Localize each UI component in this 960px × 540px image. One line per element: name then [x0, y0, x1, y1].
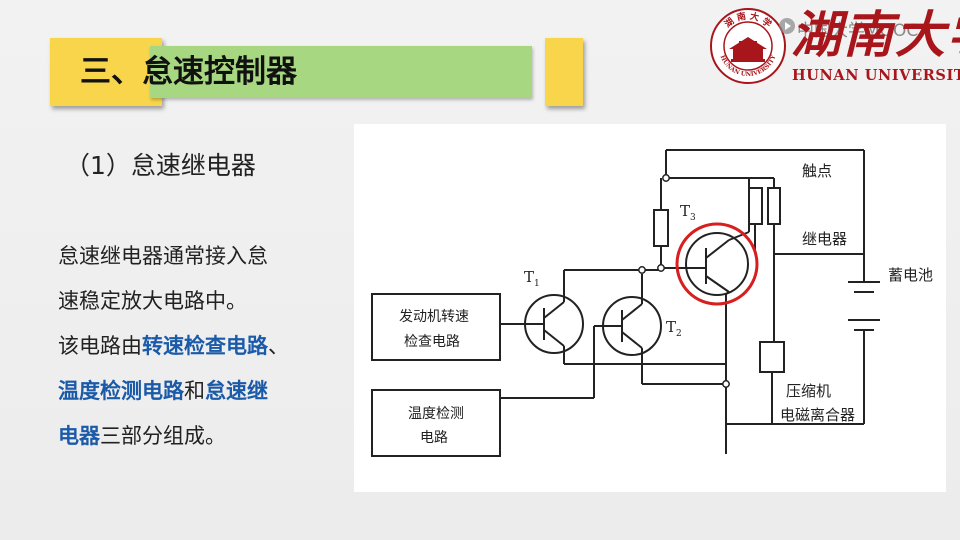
body-line-2: 速稳定放大电路中。	[58, 289, 247, 313]
transistor-emitter	[705, 275, 730, 293]
seal-emblem-icon: 湖 南 大 学 HUNAN UNIVERSITY	[710, 8, 786, 84]
junction-dot	[638, 266, 646, 274]
label-clutch-1: 压缩机	[786, 382, 831, 400]
clutch-coil	[759, 341, 785, 373]
highlight-idle-relay: 怠速继	[205, 379, 268, 403]
mooc-watermark: 中国大学MOOC	[797, 21, 919, 41]
speed-box-label-2: 检查电路	[404, 334, 460, 350]
temp-box-label-1: 温度检测	[408, 406, 464, 422]
label-t1-sub: 1	[534, 279, 540, 289]
highlight-temp-circuit: 温度检测电路	[58, 379, 184, 403]
wire	[728, 231, 750, 241]
resistor	[653, 209, 669, 247]
body-text-span: 该电路由	[58, 334, 142, 358]
transistor-collector	[621, 303, 643, 321]
label-t2: T	[666, 318, 676, 336]
relay-coil	[748, 187, 763, 225]
speed-check-box	[371, 293, 501, 361]
mooc-logo-icon	[779, 18, 795, 34]
body-text-span: 三部分组成。	[100, 424, 226, 448]
transistor-emitter	[621, 331, 643, 349]
label-clutch-2: 电磁离合器	[780, 406, 855, 424]
wire	[725, 291, 730, 295]
transistor-collector	[705, 239, 730, 259]
junction-dot	[722, 380, 730, 388]
label-t3: T	[680, 202, 690, 220]
body-text-span: 和	[184, 379, 205, 403]
temp-box-label-2: 电路	[420, 430, 448, 446]
circuit-diagram: 发动机转速 检查电路 温度检测 电路 T 1 T 2 T 3 触点 继电器 蓄电…	[354, 124, 946, 492]
transistor-t3	[685, 232, 749, 296]
section-subheading: （1）怠速继电器	[65, 151, 256, 180]
speed-box-label-1: 发动机转速	[399, 309, 469, 325]
body-line-4: 温度检测电路和怠速继	[58, 369, 328, 414]
label-t1: T	[524, 268, 534, 286]
highlight-idle-relay-end: 电器	[58, 424, 100, 448]
relay-contact-box	[767, 187, 781, 225]
university-logo-english: HUNAN UNIVERSITY	[792, 67, 960, 84]
junction-dot	[657, 264, 665, 272]
junction-dot	[662, 174, 670, 182]
label-contact: 触点	[802, 162, 832, 180]
label-t3-sub: 3	[690, 213, 696, 223]
label-relay: 继电器	[802, 230, 847, 248]
body-paragraph: 怠速继电器通常接入怠 速稳定放大电路中。 该电路由转速检查电路、 温度检测电路和…	[58, 234, 328, 459]
title-banner-bar	[150, 46, 532, 98]
transistor-collector	[543, 301, 565, 319]
label-t2-sub: 2	[676, 329, 682, 339]
body-line-3: 该电路由转速检查电路、	[58, 324, 328, 369]
body-line-1: 怠速继电器通常接入怠	[58, 244, 268, 268]
body-line-5: 电器三部分组成。	[58, 414, 328, 459]
title-banner-left-block	[50, 38, 162, 106]
body-text-span: 、	[268, 334, 289, 358]
highlight-speed-circuit: 转速检查电路	[142, 334, 268, 358]
highlight-circle	[675, 222, 759, 306]
title-banner-right-block	[545, 38, 583, 106]
temp-detect-box	[371, 389, 501, 457]
label-battery: 蓄电池	[888, 266, 933, 284]
transistor-emitter	[543, 329, 565, 347]
page-title: 三、怠速控制器	[80, 54, 297, 90]
circuit-diagram-svg: 发动机转速 检查电路 温度检测 电路 T 1 T 2 T 3 触点 继电器 蓄电…	[371, 149, 933, 457]
